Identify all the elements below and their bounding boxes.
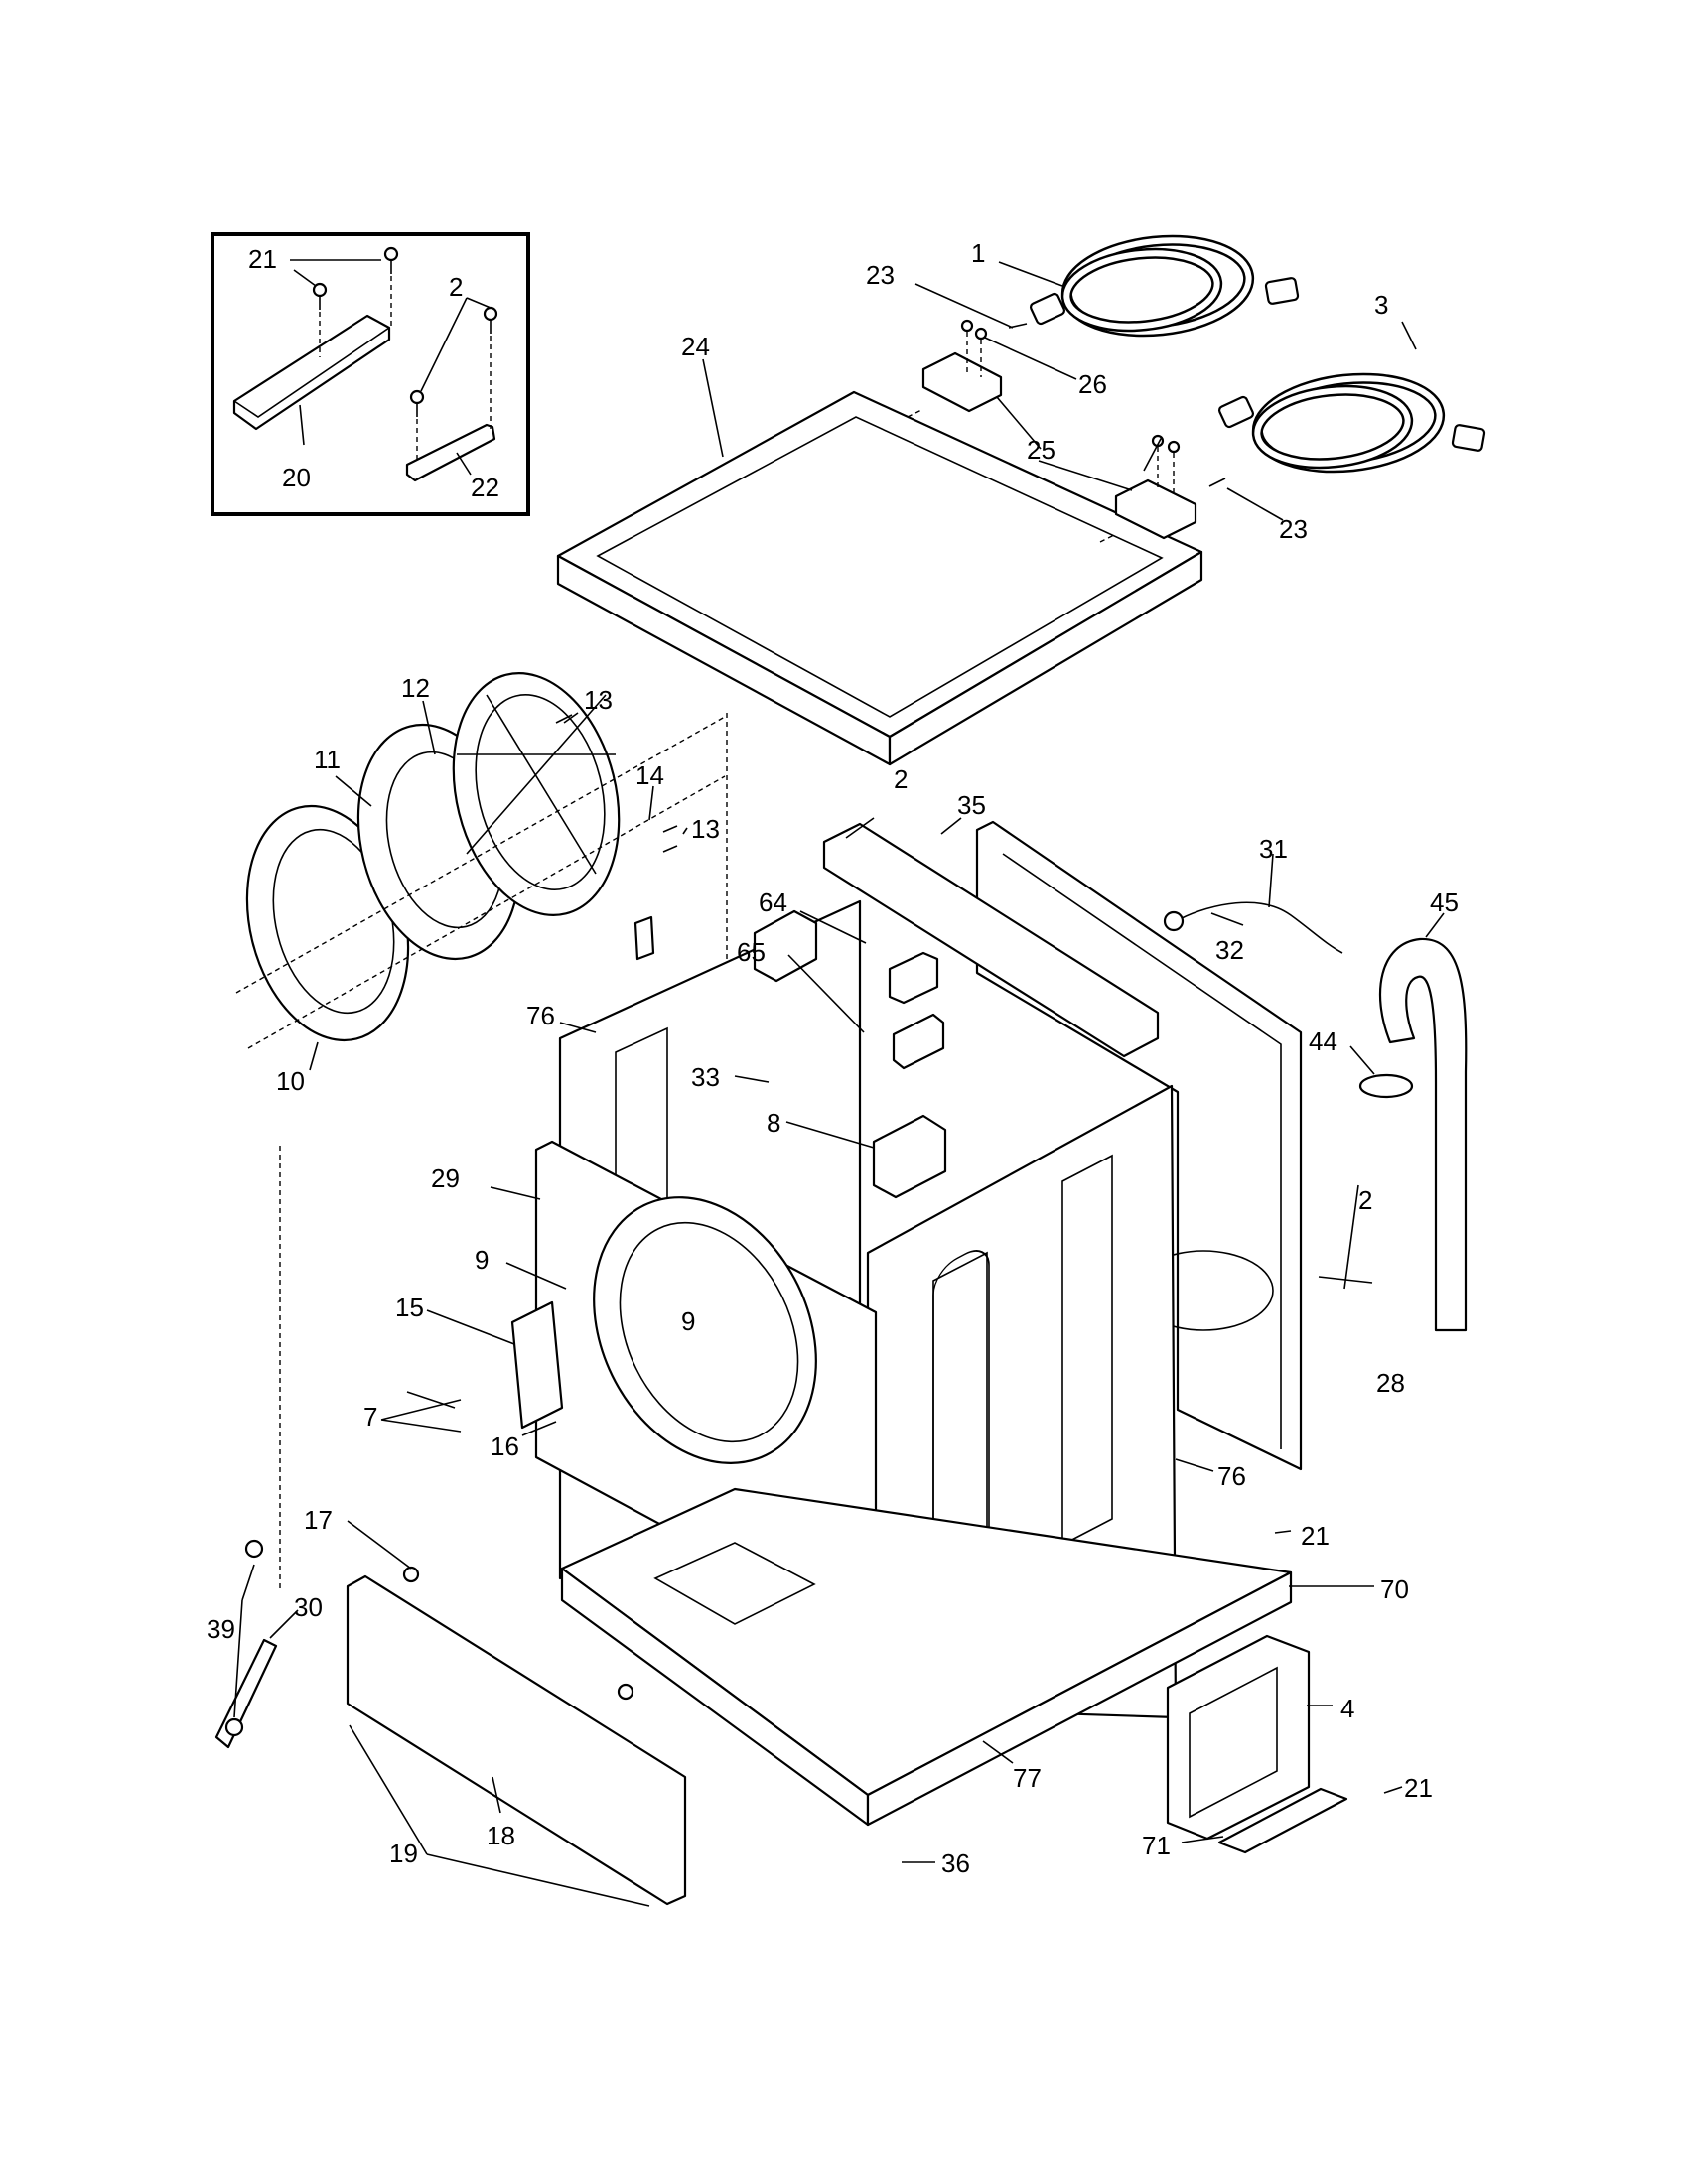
inlet-hose-1 xyxy=(1029,234,1300,338)
inlet-hose-3 xyxy=(1217,372,1486,474)
inset-detail xyxy=(211,232,530,516)
cabinet-top-rail xyxy=(822,822,1160,1058)
inset-callout-20: 20 xyxy=(282,463,311,492)
leveling-bracket xyxy=(214,1539,278,1749)
callout-24: 24 xyxy=(681,332,710,361)
callout-3: 3 xyxy=(1374,290,1388,320)
callout-17: 17 xyxy=(304,1505,333,1535)
callout-25: 25 xyxy=(1027,435,1055,465)
callout-32: 32 xyxy=(1215,935,1244,965)
valves-and-switches xyxy=(753,909,947,1199)
callout-9: 9 xyxy=(475,1245,489,1275)
drain-hose xyxy=(1358,937,1468,1332)
door-assembly xyxy=(235,672,728,1588)
callout-4: 4 xyxy=(1340,1694,1354,1723)
callout-2: 2 xyxy=(1358,1185,1372,1215)
callout-70: 70 xyxy=(1380,1574,1409,1604)
callout-26: 26 xyxy=(1078,369,1107,399)
part-callouts: 1 3 23 23 24 26 25 12 13 11 14 13 10 2 3… xyxy=(207,238,1459,1878)
base-frame xyxy=(560,1487,1293,1827)
callout-13: 13 xyxy=(691,814,720,844)
power-cord xyxy=(1163,901,1343,954)
callout-7: 7 xyxy=(363,1402,377,1432)
callout-29: 29 xyxy=(431,1163,460,1193)
callout-1: 1 xyxy=(971,238,985,268)
door-hinge xyxy=(510,1300,564,1430)
callout-8: 8 xyxy=(767,1108,780,1138)
callout-11: 11 xyxy=(314,745,341,774)
callout-10: 10 xyxy=(276,1066,305,1096)
callout-16: 16 xyxy=(491,1432,519,1461)
callout-18: 18 xyxy=(487,1821,515,1850)
top-panel xyxy=(556,390,1203,766)
callout-39: 39 xyxy=(207,1614,235,1644)
callout-14: 14 xyxy=(635,760,664,790)
callout-19: 19 xyxy=(389,1839,418,1868)
kick-panel xyxy=(346,1566,687,1906)
callout-21: 21 xyxy=(1404,1773,1433,1803)
callout-76: 76 xyxy=(1217,1461,1246,1491)
callout-12: 12 xyxy=(401,673,430,703)
callout-33: 33 xyxy=(691,1062,720,1092)
inset-callout-22: 22 xyxy=(471,473,499,502)
leader-lines xyxy=(233,261,1445,1907)
callout-64: 64 xyxy=(759,887,787,917)
callout-13: 13 xyxy=(584,685,613,715)
callout-23: 23 xyxy=(866,260,895,290)
callout-30: 30 xyxy=(294,1592,323,1622)
callout-71: 71 xyxy=(1142,1831,1171,1860)
inset-callout-2: 2 xyxy=(449,272,463,302)
callout-23: 23 xyxy=(1279,514,1308,544)
callout-2: 2 xyxy=(894,764,908,794)
callout-15: 15 xyxy=(395,1293,424,1322)
control-board xyxy=(1166,1634,1348,1854)
callout-31: 31 xyxy=(1259,834,1288,864)
callout-9: 9 xyxy=(681,1306,695,1336)
callout-44: 44 xyxy=(1309,1026,1337,1056)
callout-76: 76 xyxy=(526,1001,555,1030)
callout-35: 35 xyxy=(957,790,986,820)
callout-65: 65 xyxy=(737,937,766,967)
callout-45: 45 xyxy=(1430,887,1459,917)
callout-28: 28 xyxy=(1376,1368,1405,1398)
inset-callout-21: 21 xyxy=(248,244,277,274)
callout-21: 21 xyxy=(1301,1521,1330,1551)
callout-77: 77 xyxy=(1013,1763,1042,1793)
inset-callouts: 21 2 20 22 xyxy=(248,244,499,502)
top-brackets xyxy=(907,319,1226,543)
callout-36: 36 xyxy=(941,1848,970,1878)
